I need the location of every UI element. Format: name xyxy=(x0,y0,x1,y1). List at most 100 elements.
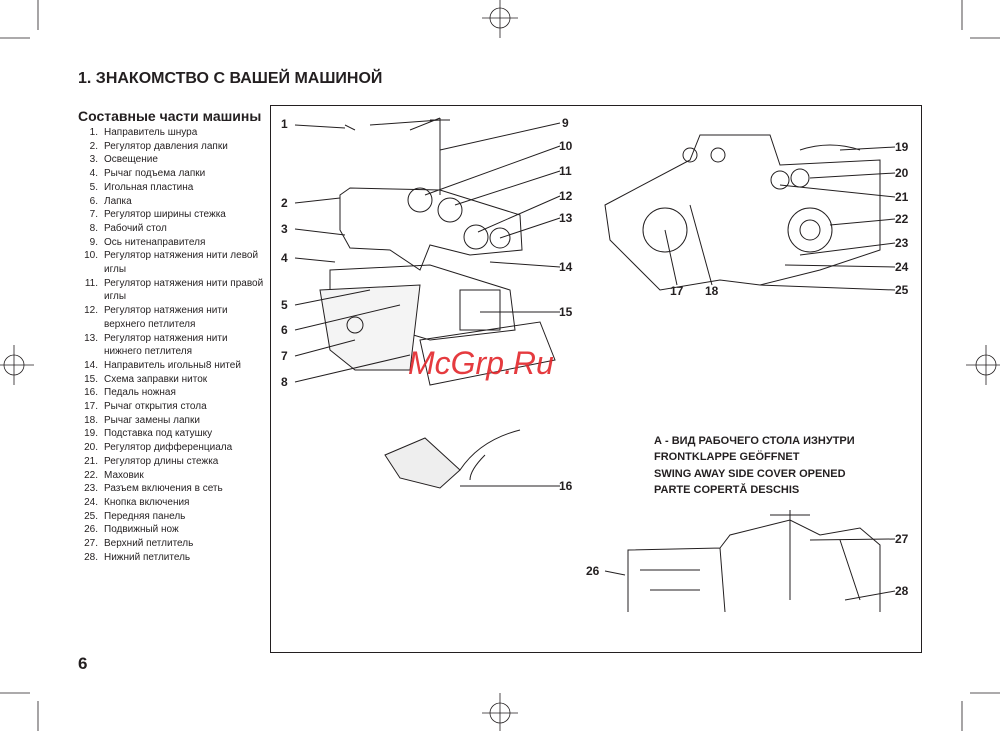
callout-24: 24 xyxy=(895,260,909,274)
callout-12: 12 xyxy=(559,189,573,203)
leader-lines xyxy=(294,122,896,601)
item-number: 21. xyxy=(84,455,98,467)
item-label: Рычаг открытия стола xyxy=(104,401,207,413)
parts-list-item: 23. Разъем включения в сеть xyxy=(78,482,268,496)
item-number: 13. xyxy=(84,332,98,344)
callout-4: 4 xyxy=(281,251,288,265)
caption-en: SWING AWAY SIDE COVER OPENED xyxy=(654,467,846,480)
parts-list-item: 20.Регулятор дифференциала xyxy=(78,441,268,455)
callout-22: 22 xyxy=(895,212,909,226)
callout-21: 21 xyxy=(895,190,909,204)
callout-8: 8 xyxy=(281,375,288,389)
item-number: 22. xyxy=(84,469,98,481)
parts-list-item: 9. Ось нитенаправителя xyxy=(78,236,268,250)
parts-list-item: 12. Регулятор натяжения нити верхнего пет… xyxy=(78,304,268,331)
callout-14: 14 xyxy=(559,260,573,274)
item-number: 4. xyxy=(89,168,98,180)
item-number: 24. xyxy=(84,496,98,508)
item-label: Педаль ножная xyxy=(104,387,176,399)
parts-list-item: 3. Освещение xyxy=(78,153,268,167)
item-label: Регулятор натяжения нити правой иглы xyxy=(104,277,264,303)
parts-list-item: 2. Регулятор давления лапки xyxy=(78,140,268,154)
item-label: Регулятор давления лапки xyxy=(104,140,228,152)
item-label: Маховик xyxy=(104,469,144,481)
item-label: Направитель шнура xyxy=(104,127,198,138)
parts-list-item: 14.Направитель игольны8 нитей xyxy=(78,359,268,373)
item-label: Ось нитенаправителя xyxy=(104,236,206,248)
callout-10: 10 xyxy=(559,139,573,153)
callout-23: 23 xyxy=(895,236,909,250)
callout-5: 5 xyxy=(281,298,288,312)
item-label: Освещение xyxy=(104,154,158,166)
item-label: Регулятор длины стежка xyxy=(104,455,219,467)
item-label: Регулятор натяжения нити нижнего петлите… xyxy=(104,332,228,358)
item-number: 16. xyxy=(84,387,98,399)
caption-de: FRONTKLAPPE GEÖFFNET xyxy=(654,451,800,464)
item-number: 25. xyxy=(84,510,98,522)
callout-26: 26 xyxy=(586,564,600,578)
item-number: 3. xyxy=(89,154,98,166)
registration-mark-top xyxy=(482,0,518,38)
item-label: Рабочий стол xyxy=(104,222,167,234)
parts-list-item: 19.Подставка под катушку xyxy=(78,427,268,441)
registration-mark-left xyxy=(0,345,34,385)
item-label: Подставка под катушку xyxy=(104,428,213,440)
item-number: 26. xyxy=(84,524,98,536)
interior-view-drawing xyxy=(627,510,881,613)
item-label: Регулятор дифференциала xyxy=(104,442,233,454)
parts-list-item: 25. Передняя панель xyxy=(78,510,268,524)
item-number: 8. xyxy=(89,222,98,234)
parts-list-item: 4.Рычаг подъема лапки xyxy=(78,167,268,181)
parts-list-item: 8. Рабочий стол xyxy=(78,222,268,236)
item-number: 15. xyxy=(84,373,98,385)
item-number: 7. xyxy=(89,209,98,221)
item-number: 11. xyxy=(84,277,98,289)
parts-list-item: 26.Подвижный нож xyxy=(78,523,268,537)
caption-ru: А - ВИД РАБОЧЕГО СТОЛА ИЗНУТРИ xyxy=(654,435,855,447)
parts-list-item: 17.Рычаг открытия стола xyxy=(78,400,268,414)
callout-7: 7 xyxy=(281,349,288,363)
parts-list-item: 16. Педаль ножная xyxy=(78,386,268,400)
parts-list-item: 27. Верхний петлитель xyxy=(78,537,268,551)
page-number: 6 xyxy=(78,654,88,673)
item-number: 12. xyxy=(84,305,98,317)
caption-ro: PARTE COPERTĂ DESCHIS xyxy=(654,483,800,496)
item-label: Регулятор натяжения нити левой иглы xyxy=(104,250,259,276)
item-label: Рычаг замены лапки xyxy=(104,414,200,426)
diagram-frame xyxy=(270,105,922,653)
interior-view-captions: А - ВИД РАБОЧЕГО СТОЛА ИЗНУТРИ FRONTKLAP… xyxy=(654,433,855,498)
item-label: Кнопка включения xyxy=(104,496,190,508)
item-label: Направитель игольны8 нитей xyxy=(104,359,241,371)
callout-20: 20 xyxy=(895,166,909,180)
item-number: 9. xyxy=(89,236,98,248)
item-label: Передняя панель xyxy=(104,510,186,522)
callout-16: 16 xyxy=(559,479,573,493)
item-label: Разъем включения в сеть xyxy=(104,483,223,495)
callout-28: 28 xyxy=(895,584,909,598)
item-number: 6. xyxy=(89,195,98,207)
item-label: Регулятор ширины стежка xyxy=(104,209,226,221)
item-label: Схема заправки ниток xyxy=(104,373,208,385)
item-label: Нижний петлитель xyxy=(104,551,191,563)
parts-list-item: 11. Регулятор натяжения нити правой иглы xyxy=(78,277,268,304)
foot-pedal-drawing xyxy=(384,429,521,489)
item-number: 27. xyxy=(84,538,98,550)
parts-list-item: 1.Направитель шнура xyxy=(78,126,268,140)
item-label: Верхний петлитель xyxy=(104,538,194,550)
callout-3: 3 xyxy=(281,222,288,236)
callout-11: 11 xyxy=(559,164,572,178)
item-label: Регулятор натяжения нити верхнего петлит… xyxy=(104,305,228,330)
parts-list-item: 22. Маховик xyxy=(78,469,268,483)
item-number: 10. xyxy=(84,250,98,262)
parts-list-item: 7. Регулятор ширины стежка xyxy=(78,208,268,222)
section-subtitle: Составные части машины xyxy=(78,108,262,124)
parts-list-item: 5.Игольная пластина xyxy=(78,181,268,195)
parts-list-item: 21. Регулятор длины стежка xyxy=(78,455,268,469)
item-number: 23. xyxy=(84,483,98,495)
item-number: 2. xyxy=(89,140,98,152)
callout-27: 27 xyxy=(895,532,909,546)
parts-list-item: 28.Нижний петлитель xyxy=(78,551,268,565)
parts-list-item: 6.Лапка xyxy=(78,195,268,209)
